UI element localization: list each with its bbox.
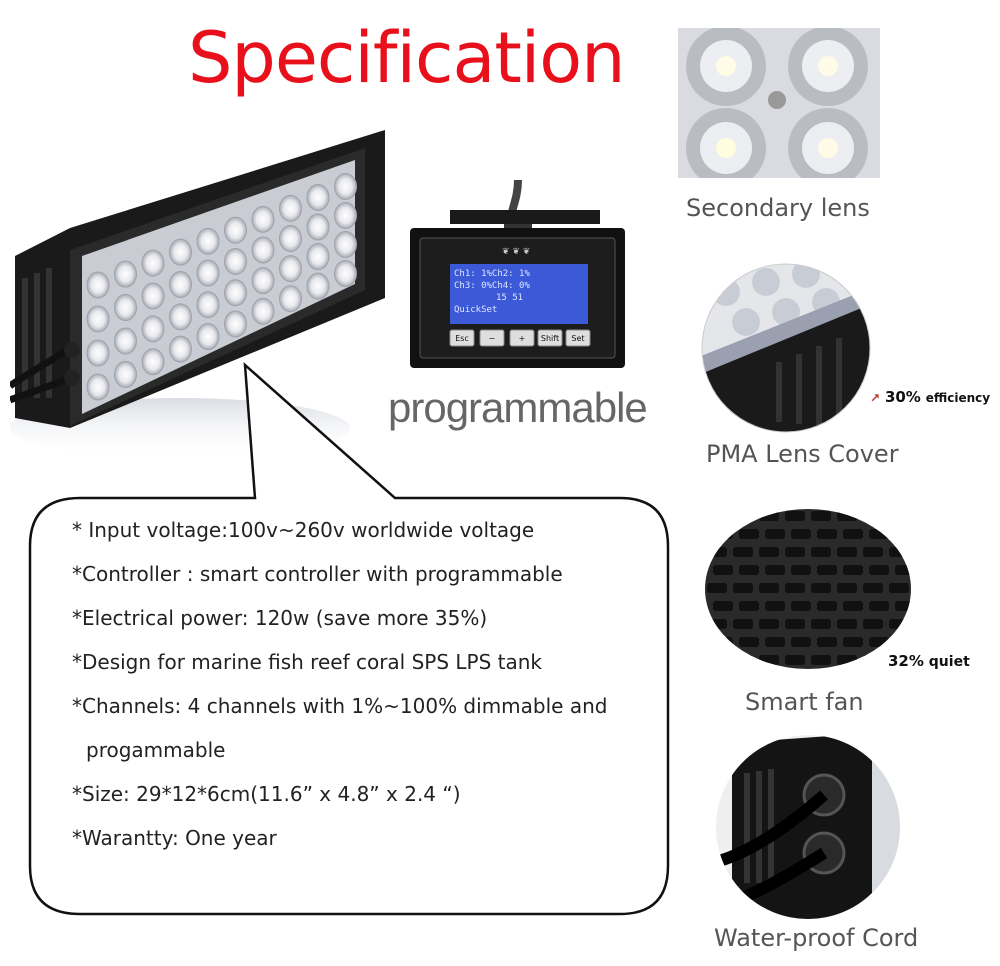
quiet-badge: 32% quiet bbox=[888, 652, 970, 670]
secondary-lens-label: Secondary lens bbox=[686, 194, 870, 222]
spec-channels-continued: progammable bbox=[86, 738, 226, 762]
controller-screen-line-3: 15 51 bbox=[496, 293, 523, 303]
controller-button-shift: Shift bbox=[541, 334, 559, 343]
controller-button-esc: Esc bbox=[455, 334, 469, 343]
controller-screen-line-2: Ch3: 0%Ch4: 0% bbox=[454, 281, 530, 291]
spec-warranty: *Warantty: One year bbox=[72, 826, 277, 850]
secondary-lens-image bbox=[678, 28, 880, 178]
smart-fan-image bbox=[703, 507, 913, 672]
spec-electrical-power: *Electrical power: 120w (save more 35%) bbox=[72, 606, 488, 630]
controller-image: ❦ ❦ ❦ Ch1: 1%Ch2: 1% Ch3: 0%Ch4: 0% 15 5… bbox=[410, 179, 625, 370]
svg-text:❦ ❦ ❦: ❦ ❦ ❦ bbox=[502, 247, 530, 257]
spec-channels: *Channels: 4 channels with 1%~100% dimma… bbox=[72, 694, 608, 718]
controller-button-set: Set bbox=[571, 334, 584, 343]
pma-lens-cover-label: PMA Lens Cover bbox=[706, 440, 899, 468]
spec-input-voltage: * Input voltage:100v~260v worldwide volt… bbox=[72, 518, 535, 542]
led-fixture-image bbox=[7, 128, 390, 458]
smart-fan-label: Smart fan bbox=[745, 688, 864, 716]
spec-size: *Size: 29*12*6cm(11.6” x 4.8” x 2.4 “) bbox=[72, 782, 461, 806]
controller-screen-line-4: QuickSet bbox=[454, 305, 497, 315]
controller-screen-line-1: Ch1: 1%Ch2: 1% bbox=[454, 269, 530, 279]
spec-design: *Design for marine fish reef coral SPS L… bbox=[72, 650, 543, 674]
controller-button-minus: − bbox=[489, 334, 496, 343]
controller-button-plus: + bbox=[519, 334, 526, 343]
efficiency-badge: ↗ 30% efficiency bbox=[870, 388, 991, 406]
page-title: Specification bbox=[188, 17, 625, 99]
spec-list: * Input voltage:100v~260v worldwide volt… bbox=[72, 514, 672, 866]
spec-controller: *Controller : smart controller with prog… bbox=[72, 562, 563, 586]
water-proof-cord-label: Water-proof Cord bbox=[714, 924, 919, 952]
water-proof-cord-image bbox=[712, 733, 904, 921]
arrow-up-icon: ↗ bbox=[870, 391, 881, 405]
programmable-label: programmable bbox=[388, 384, 648, 431]
pma-lens-cover-image bbox=[686, 262, 886, 434]
